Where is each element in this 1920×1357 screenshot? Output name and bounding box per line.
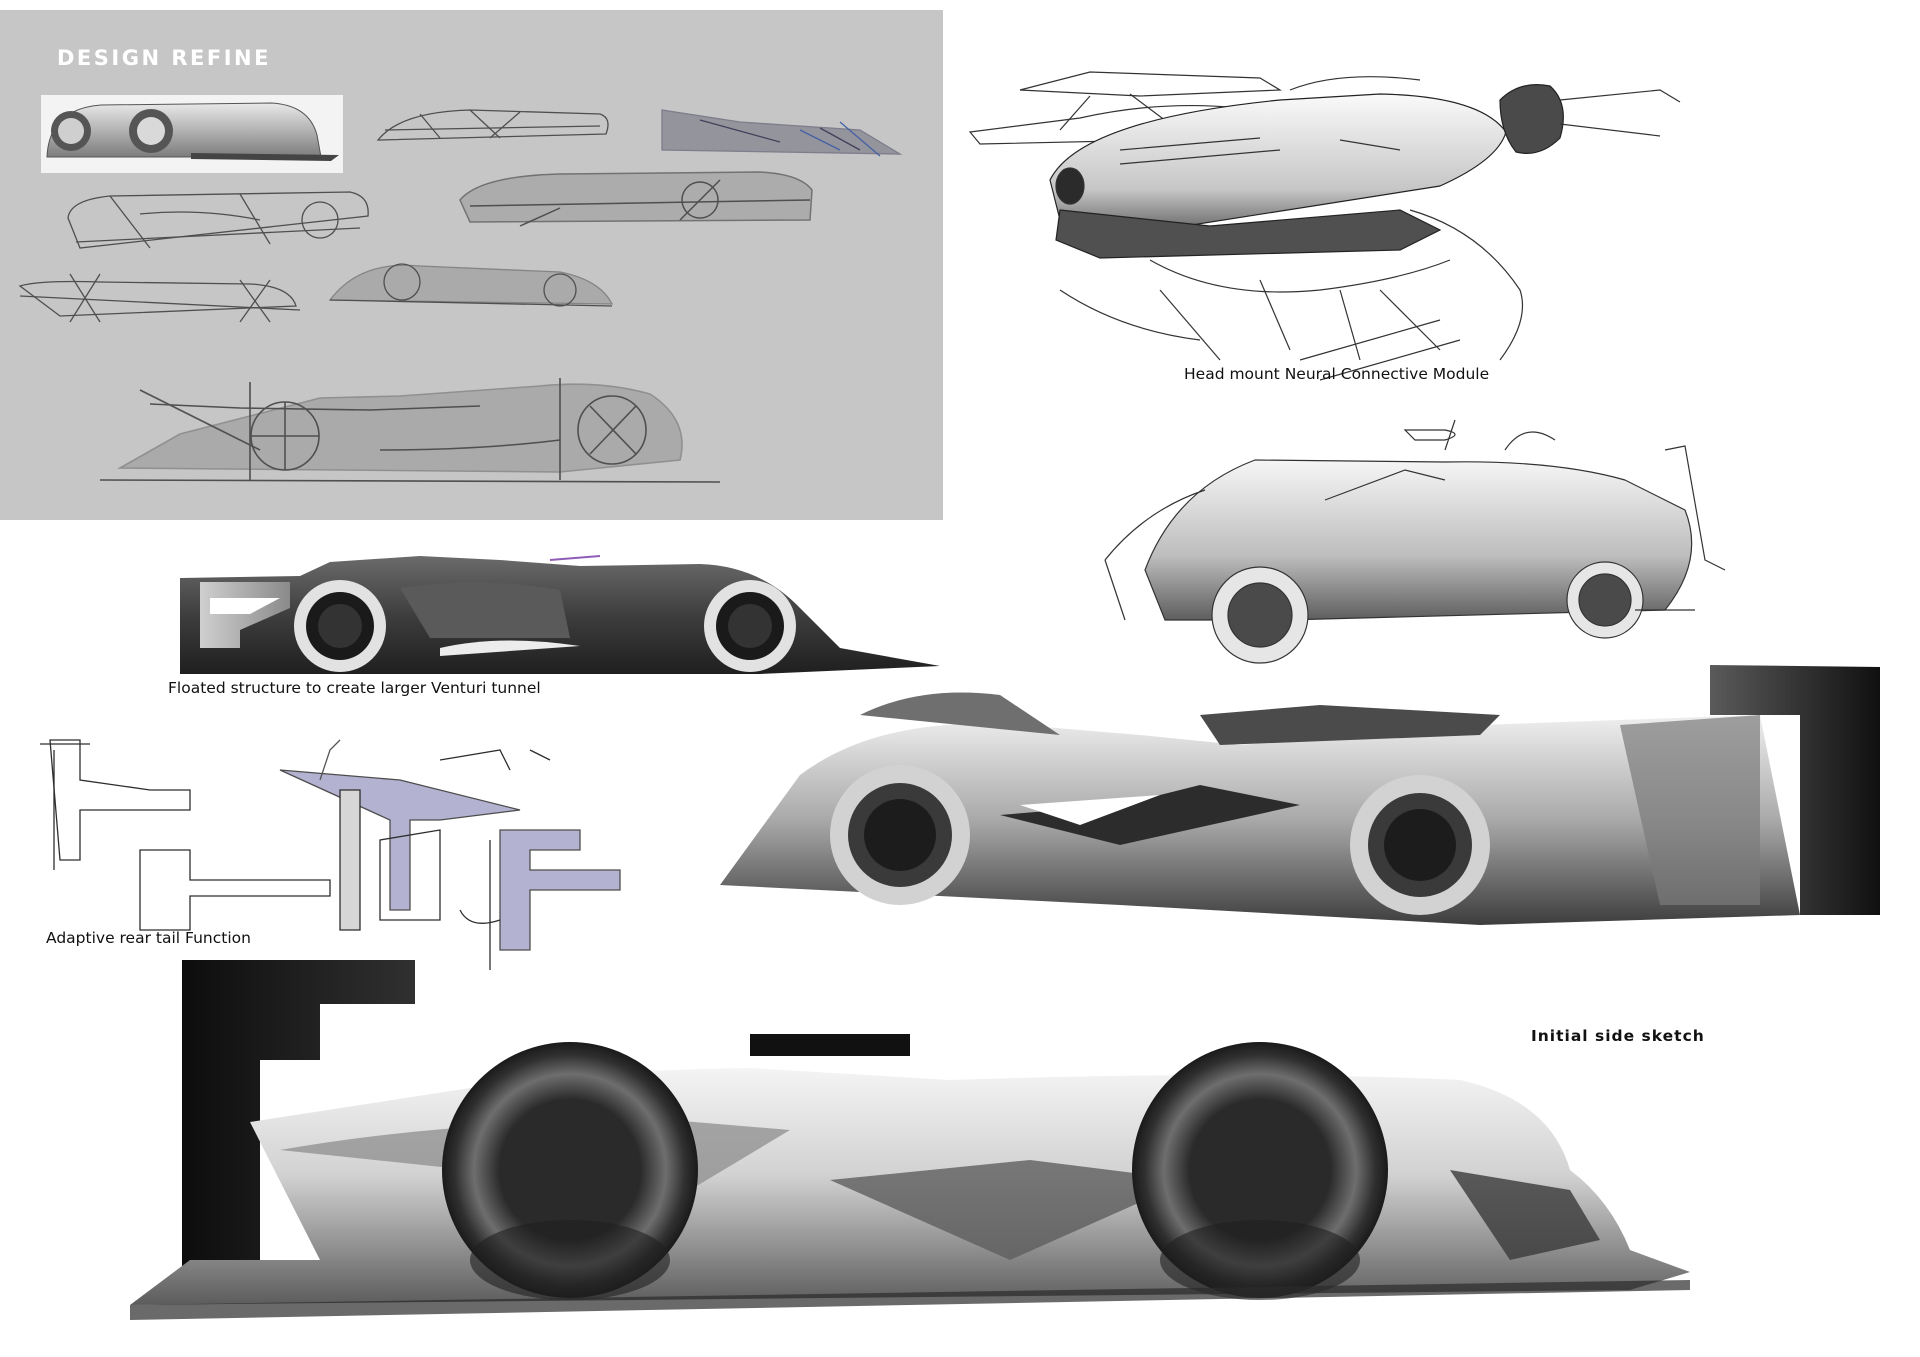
perspective-render bbox=[720, 665, 1880, 925]
perspective-sketch bbox=[1104, 419, 1726, 664]
panel-title: DESIGN REFINE bbox=[57, 46, 271, 70]
sketch-center-lower bbox=[328, 263, 614, 307]
caption-adaptive-tail: Adaptive rear tail Function bbox=[46, 929, 251, 947]
sketch-top-right-blue bbox=[661, 109, 903, 157]
sketch-long-left bbox=[18, 273, 301, 323]
caption-neural-module: Head mount Neural Connective Module bbox=[1184, 365, 1490, 383]
sketch-middle-side bbox=[459, 171, 813, 227]
thumbnail-car-render bbox=[46, 102, 339, 161]
head-mount-sketch bbox=[968, 71, 1681, 381]
caption-floated-structure: Floated structure to create larger Ventu… bbox=[168, 679, 541, 697]
refine-sketches bbox=[18, 109, 903, 483]
rear-wing bbox=[182, 960, 415, 1295]
initial-side-render bbox=[130, 960, 1690, 1320]
sketch-left-middle bbox=[67, 191, 369, 249]
sketch-large-bottom bbox=[99, 378, 721, 483]
caption-initial-side-sketch: Initial side sketch bbox=[1531, 1027, 1705, 1045]
adaptive-tail-sketches bbox=[40, 739, 621, 970]
design-refine-panel: DESIGN REFINE bbox=[0, 10, 943, 520]
sketch-top-middle bbox=[376, 109, 609, 141]
floated-structure-render bbox=[180, 555, 940, 674]
render-thumbnail bbox=[41, 95, 343, 173]
